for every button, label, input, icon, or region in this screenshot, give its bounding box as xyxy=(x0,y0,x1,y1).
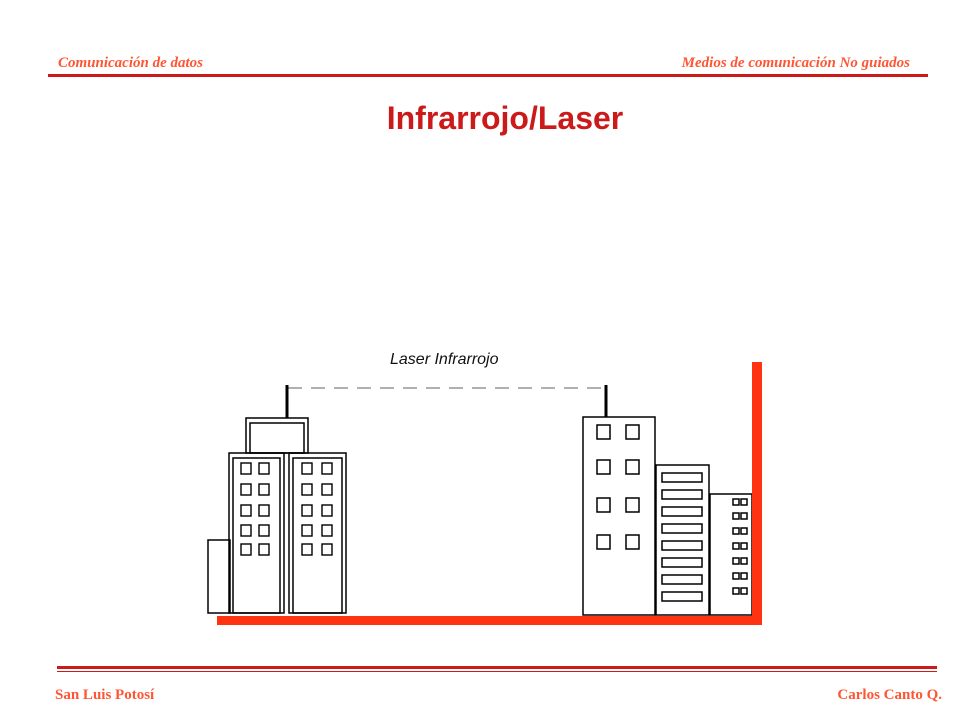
right-wall xyxy=(752,362,762,625)
right-building-complex xyxy=(582,385,753,616)
footer-location: San Luis Potosí xyxy=(55,687,155,703)
ground-line xyxy=(217,616,762,625)
footer-rule-top xyxy=(57,666,937,669)
header-topic: Medios de comunicación No guiados xyxy=(681,55,910,71)
laser-label: Laser Infrarrojo xyxy=(390,351,499,368)
left-building-windows xyxy=(240,462,333,556)
slide-title: Infrarrojo/Laser xyxy=(386,100,624,136)
left-building-complex xyxy=(207,385,347,614)
header-course-title: Comunicación de datos xyxy=(58,55,204,71)
footer-author: Carlos Canto Q. xyxy=(837,687,942,703)
right-building-windows xyxy=(596,424,748,602)
footer-rule-bottom xyxy=(57,671,937,672)
header-rule xyxy=(48,74,928,77)
